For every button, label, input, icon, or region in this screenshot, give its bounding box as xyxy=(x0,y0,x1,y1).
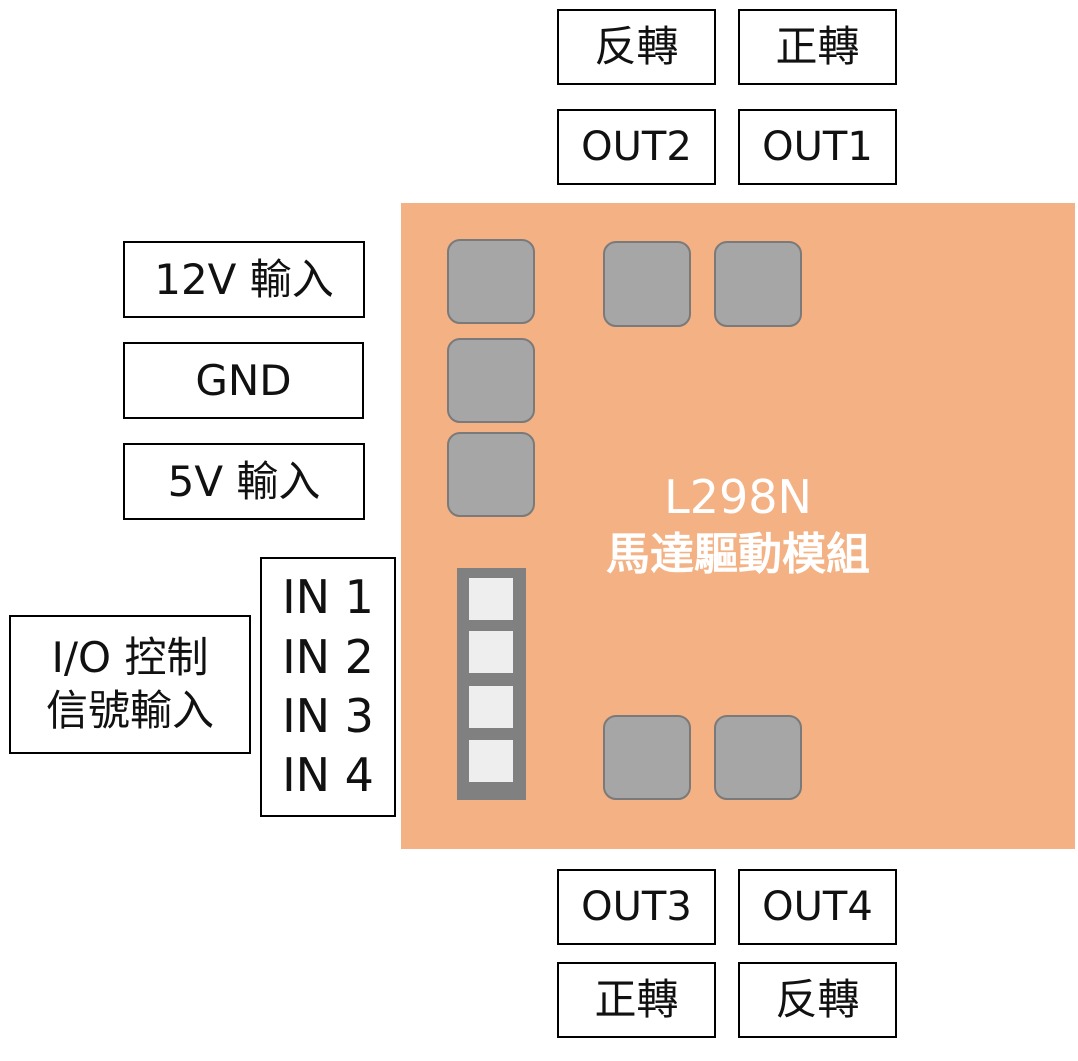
terminal-out4 xyxy=(714,715,802,800)
label-text: 正轉 xyxy=(594,975,679,1024)
terminal-out3 xyxy=(603,715,691,800)
terminal-gnd xyxy=(447,338,535,423)
in3-label: IN 3 xyxy=(282,689,374,743)
terminal-out2 xyxy=(603,241,691,327)
board-name: L298N xyxy=(664,470,812,524)
label-text: GND xyxy=(195,355,292,405)
in1-label: IN 1 xyxy=(282,570,374,625)
label-gnd: GND xyxy=(123,342,364,419)
label-12v-input: 12V 輸入 xyxy=(123,241,365,318)
label-text: OUT4 xyxy=(762,884,873,930)
label-text: OUT3 xyxy=(581,884,692,930)
in2-label: IN 2 xyxy=(282,629,374,684)
io-title-line1: I/O 控制 xyxy=(51,633,209,682)
label-out1-direction: 正轉 xyxy=(738,9,897,85)
label-out2: OUT2 xyxy=(557,109,716,185)
label-out3-direction: 正轉 xyxy=(557,962,716,1038)
terminal-out1 xyxy=(714,241,802,327)
label-text: 反轉 xyxy=(775,975,860,1024)
pin-in2 xyxy=(469,631,513,673)
pin-in1 xyxy=(469,578,513,620)
label-text: 12V 輸入 xyxy=(154,254,334,304)
in4-label: IN 4 xyxy=(282,748,374,803)
board-subtitle: 馬達驅動模組 xyxy=(606,529,870,580)
terminal-5v xyxy=(447,432,535,517)
pin-in3 xyxy=(469,686,513,728)
label-5v-input: 5V 輸入 xyxy=(123,443,365,520)
label-out3: OUT3 xyxy=(557,869,716,945)
in-pin-header xyxy=(457,568,526,800)
label-text: 正轉 xyxy=(775,22,860,71)
pin-in4 xyxy=(469,740,513,782)
io-title-line2: 信號輸入 xyxy=(45,685,214,735)
label-text: OUT1 xyxy=(762,124,873,170)
label-out4: OUT4 xyxy=(738,869,897,945)
label-text: 5V 輸入 xyxy=(167,456,321,506)
label-out2-direction: 反轉 xyxy=(557,9,716,85)
label-out1: OUT1 xyxy=(738,109,897,185)
label-io-control: I/O 控制 信號輸入 xyxy=(9,615,251,754)
label-text: OUT2 xyxy=(581,124,692,170)
label-in-pins: IN 1 IN 2 IN 3 IN 4 xyxy=(260,557,396,817)
label-text: 反轉 xyxy=(594,22,679,71)
label-out4-direction: 反轉 xyxy=(738,962,897,1038)
terminal-12v xyxy=(447,239,535,324)
